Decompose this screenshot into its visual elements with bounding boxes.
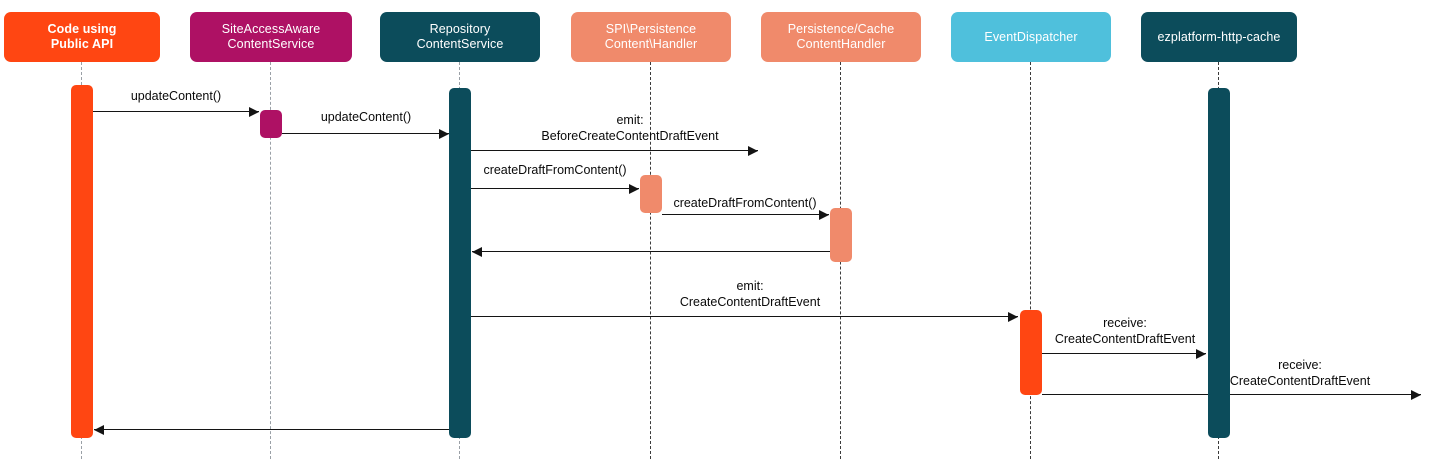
activation-bar-siteaccessaware-contentservice: [260, 110, 282, 138]
participant-repository-contentservice[interactable]: Repository ContentService: [380, 12, 540, 62]
message-label-msg-update-content-2: updateContent(): [320, 110, 412, 124]
arrowhead-right-icon: [1411, 389, 1421, 400]
participant-siteaccessaware-contentservice[interactable]: SiteAccessAware ContentService: [190, 12, 352, 62]
message-line-msg-emit-before-create-content-draft-event: [471, 150, 758, 151]
message-line-msg-create-draft-from-content-2: [662, 214, 829, 215]
lifeline-siteaccessaware: [270, 62, 272, 459]
arrowhead-right-icon: [819, 209, 829, 220]
message-line-msg-receive-create-content-draft-event-2: [1042, 394, 1421, 395]
message-label-msg-receive-create-content-draft-event-1: receive: CreateContentDraftEvent: [1054, 316, 1196, 346]
arrowhead-right-icon: [629, 183, 639, 194]
message-label-msg-create-draft-from-content-1: createDraftFromContent(): [483, 163, 627, 177]
arrowhead-left-icon: [94, 424, 104, 435]
message-label-msg-create-draft-from-content-2: createDraftFromContent(): [673, 196, 817, 210]
message-line-msg-emit-create-content-draft-event: [471, 316, 1018, 317]
activation-bar-repository-contentservice: [449, 88, 471, 438]
arrowhead-right-icon: [439, 128, 449, 139]
arrowhead-left-icon: [472, 246, 482, 257]
participant-spi-persistence-content-handler[interactable]: SPI\Persistence Content\Handler: [571, 12, 731, 62]
message-label-msg-receive-create-content-draft-event-2: receive: CreateContentDraftEvent: [1229, 358, 1371, 388]
arrowhead-right-icon: [1196, 348, 1206, 359]
participant-ezplatform-http-cache[interactable]: ezplatform-http-cache: [1141, 12, 1297, 62]
message-line-msg-update-content-1: [93, 111, 259, 112]
activation-bar-spi-persistence-content-handler: [640, 175, 662, 213]
arrowhead-right-icon: [249, 106, 259, 117]
activation-bar-public-api: [71, 85, 93, 438]
participant-public-api[interactable]: Code using Public API: [4, 12, 160, 62]
participant-persistence-cache-contenthandler[interactable]: Persistence/Cache ContentHandler: [761, 12, 921, 62]
participant-eventdispatcher[interactable]: EventDispatcher: [951, 12, 1111, 62]
activation-bar-persistence-cache-contenthandler: [830, 208, 852, 262]
lifeline-dispatcher: [1030, 62, 1032, 459]
message-label-msg-emit-before-create-content-draft-event: emit: BeforeCreateContentDraftEvent: [541, 113, 719, 143]
message-line-msg-receive-create-content-draft-event-1: [1042, 353, 1206, 354]
message-label-msg-update-content-1: updateContent(): [130, 89, 222, 103]
message-line-msg-create-draft-from-content-1: [471, 188, 639, 189]
arrowhead-right-icon: [1008, 311, 1018, 322]
message-line-msg-update-content-2: [282, 133, 449, 134]
activation-bar-ezplatform-http-cache: [1208, 88, 1230, 438]
activation-bar-eventdispatcher: [1020, 310, 1042, 395]
message-line-msg-return-update-content: [94, 429, 450, 430]
arrowhead-right-icon: [748, 145, 758, 156]
message-line-msg-return-create-draft: [472, 251, 830, 252]
lifeline-spi: [650, 62, 652, 459]
message-label-msg-emit-create-content-draft-event: emit: CreateContentDraftEvent: [679, 279, 821, 309]
